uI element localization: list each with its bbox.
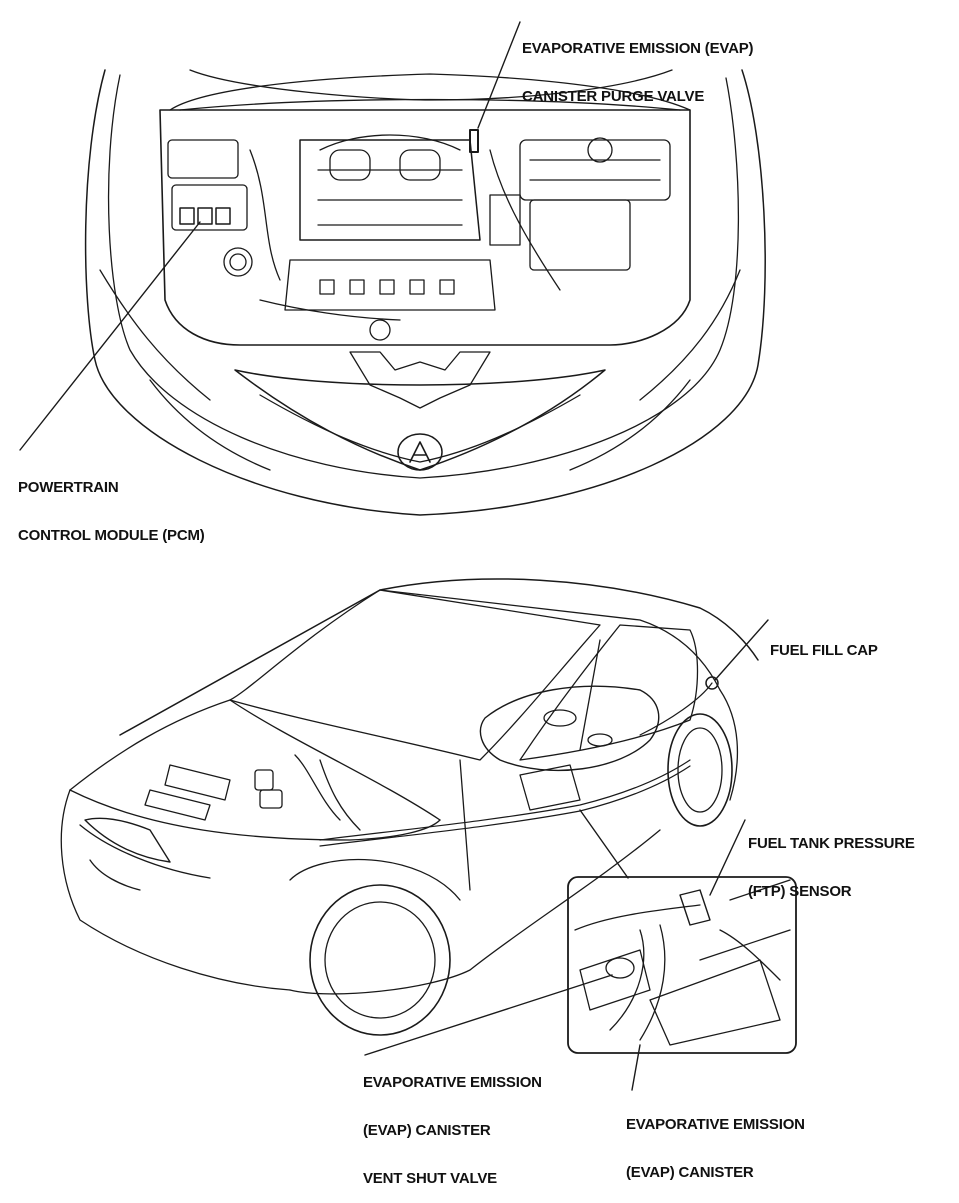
label-line: (EVAP) CANISTER bbox=[363, 1122, 491, 1139]
label-line: EVAPORATIVE EMISSION bbox=[626, 1116, 805, 1133]
component-location-diagram: EVAPORATIVE EMISSION (EVAP) CANISTER PUR… bbox=[18, 9, 915, 1187]
label-line: FUEL FILL CAP bbox=[770, 642, 878, 659]
detail-inset-frame bbox=[567, 876, 797, 1054]
label-line: VENT SHUT VALVE bbox=[363, 1170, 497, 1187]
label-powertrain-control-module: POWERTRAIN CONTROL MODULE (PCM) bbox=[18, 448, 205, 560]
label-line: FUEL TANK PRESSURE bbox=[748, 835, 915, 852]
label-line: (FTP) SENSOR bbox=[748, 883, 852, 900]
engine-bay-view bbox=[19, 21, 766, 516]
label-line: EVAPORATIVE EMISSION (EVAP) bbox=[522, 40, 754, 57]
vehicle-view bbox=[60, 578, 797, 1091]
label-line: CONTROL MODULE (PCM) bbox=[18, 527, 205, 544]
label-evap-canister-vent-shut-valve: EVAPORATIVE EMISSION (EVAP) CANISTER VEN… bbox=[363, 1043, 542, 1203]
label-line: (EVAP) CANISTER bbox=[626, 1164, 754, 1181]
label-evap-canister-purge-valve: EVAPORATIVE EMISSION (EVAP) CANISTER PUR… bbox=[522, 9, 753, 121]
label-line: CANISTER PURGE VALVE bbox=[522, 88, 705, 105]
label-fuel-tank-pressure-sensor: FUEL TANK PRESSURE (FTP) SENSOR bbox=[748, 804, 915, 916]
label-line: EVAPORATIVE EMISSION bbox=[363, 1074, 542, 1091]
diagram-artwork bbox=[19, 21, 797, 1091]
label-line: POWERTRAIN bbox=[18, 479, 119, 496]
label-evap-canister: EVAPORATIVE EMISSION (EVAP) CANISTER bbox=[626, 1085, 805, 1197]
label-fuel-fill-cap: FUEL FILL CAP bbox=[770, 611, 878, 675]
